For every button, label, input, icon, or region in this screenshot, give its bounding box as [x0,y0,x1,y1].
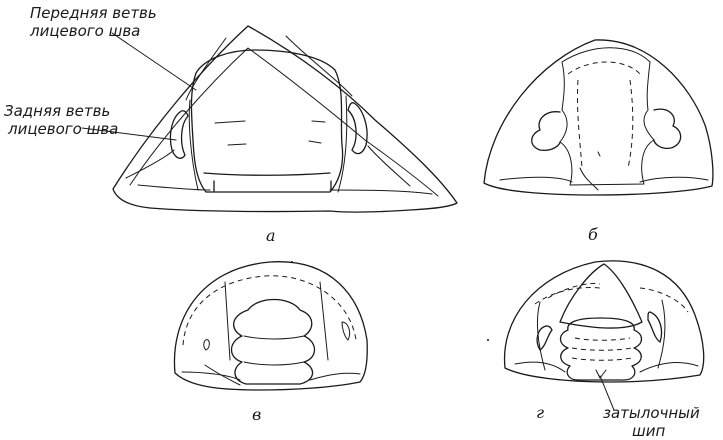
posterior-branch-label-line1: Задняя ветвь [4,102,110,120]
posterior-branch-label-line2: лицевого шва [7,120,118,138]
figure-letter-b: б [588,225,598,244]
speck-mark-2 [487,339,489,341]
anterior-branch-label-2: лицевого шва [29,22,140,40]
cephalon-v [174,262,367,390]
cephalon-g [505,261,704,382]
anterior-branch-label-line1: Передняя ветвь [30,4,157,22]
occipital-spine-label-line2: шип [632,422,665,440]
posterior-branch-label: Задняя ветвь [4,102,110,120]
figure-letter-v: в [252,405,261,424]
cephalon-b [484,40,713,195]
cephalon-a [113,26,457,212]
figure-letter-g: г [536,403,544,422]
occipital-spine-label: затылочный [603,404,700,422]
anterior-branch-leader [112,33,196,90]
posterior-branch-label-2: лицевого шва [7,120,118,138]
occipital-spine-label-line1: затылочный [603,404,700,422]
speck-mark [291,261,293,263]
anterior-branch-label-line2: лицевого шва [29,22,140,40]
figure-letter-a: а [266,226,276,245]
anterior-branch-label: Передняя ветвь [30,4,157,22]
occipital-spine-label-2: шип [632,422,665,440]
